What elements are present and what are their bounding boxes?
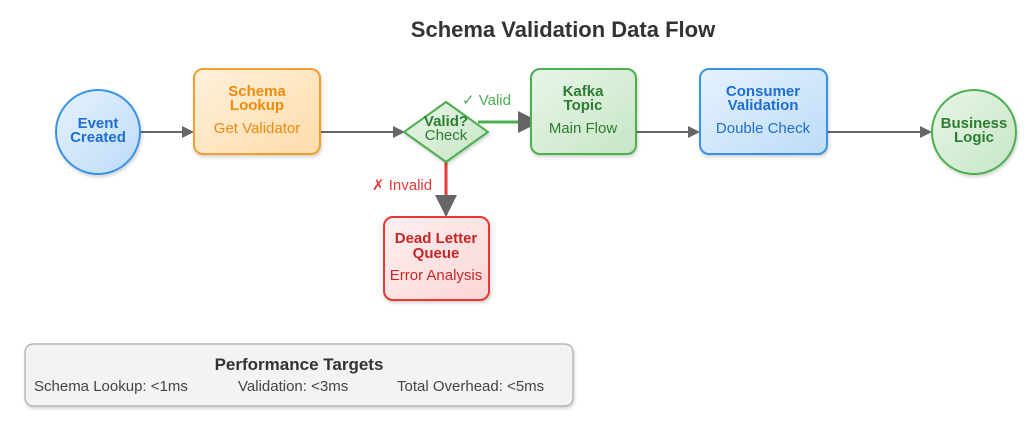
node-business-logic[interactable]: Business Logic bbox=[931, 89, 1017, 175]
performance-item-validation: Validation: <3ms bbox=[238, 378, 348, 395]
node-valid-check[interactable]: Valid? Check bbox=[402, 100, 490, 164]
node-schema-line1: Schema bbox=[228, 83, 286, 100]
node-kafka-sub: Main Flow bbox=[549, 120, 618, 137]
valid-edge-label: ✓ Valid bbox=[462, 92, 511, 109]
node-kafka-line2: Topic bbox=[564, 97, 603, 114]
node-consumer-line2: Validation bbox=[728, 97, 799, 114]
performance-item-schema-lookup: Schema Lookup: <1ms bbox=[34, 378, 188, 395]
node-kafka-topic[interactable]: Kafka Topic Main Flow bbox=[530, 68, 637, 155]
node-schema-lookup[interactable]: Schema Lookup Get Validator bbox=[193, 68, 321, 155]
node-dlq-sub: Error Analysis bbox=[390, 267, 483, 284]
invalid-edge-label: ✗ Invalid bbox=[372, 177, 432, 194]
node-dlq-line2: Queue bbox=[413, 245, 460, 262]
node-consumer-validation[interactable]: Consumer Validation Double Check bbox=[699, 68, 828, 155]
node-dead-letter-queue[interactable]: Dead Letter Queue Error Analysis bbox=[383, 216, 490, 301]
node-decision-line1: Valid? bbox=[424, 113, 468, 130]
node-business-line1: Business bbox=[941, 115, 1008, 132]
performance-item-total-overhead: Total Overhead: <5ms bbox=[397, 378, 544, 395]
diagram-title: Schema Validation Data Flow bbox=[411, 17, 716, 42]
node-event-line1: Event bbox=[78, 115, 119, 132]
node-consumer-sub: Double Check bbox=[716, 120, 811, 137]
node-business-line2: Logic bbox=[954, 129, 994, 146]
node-schema-line2: Lookup bbox=[230, 97, 284, 114]
node-kafka-line1: Kafka bbox=[563, 83, 605, 100]
performance-heading: Performance Targets bbox=[215, 355, 384, 374]
node-consumer-line1: Consumer bbox=[726, 83, 800, 100]
node-schema-sub: Get Validator bbox=[214, 120, 300, 137]
node-dlq-line1: Dead Letter bbox=[395, 230, 478, 247]
node-event-line2: Created bbox=[70, 129, 126, 146]
node-decision-line2: Check bbox=[425, 127, 468, 144]
performance-targets-panel: Performance Targets Schema Lookup: <1ms … bbox=[24, 343, 574, 407]
node-event-created[interactable]: Event Created bbox=[55, 89, 141, 175]
